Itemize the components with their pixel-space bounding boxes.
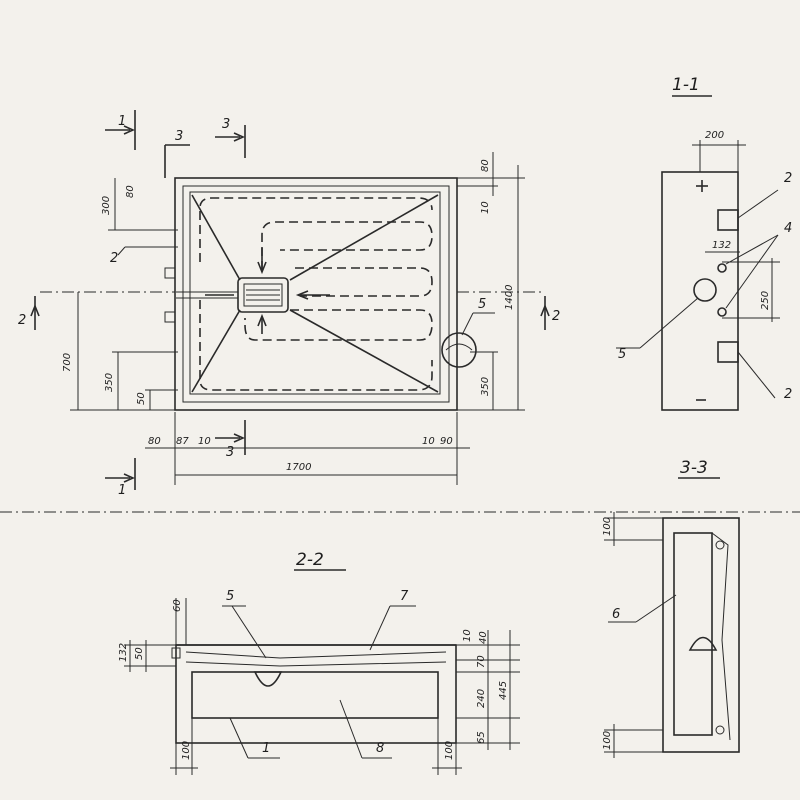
dim-300: 300 — [101, 196, 112, 215]
s11-callout-4: 4 — [784, 221, 792, 236]
dim-90: 90 — [440, 436, 453, 447]
s22-callout-1: 1 — [262, 741, 270, 756]
dim-100-bottom: 100 — [602, 731, 613, 750]
dim-350-right: 350 — [480, 377, 491, 396]
drain-outlet — [237, 277, 289, 313]
section-3-3-title: 3-3 — [680, 458, 708, 478]
dim-40-s22: 40 — [478, 631, 489, 644]
s11-callout-2-top: 2 — [784, 171, 792, 186]
dim-240-s22: 240 — [476, 689, 487, 708]
cut-label-3-mid: 3 — [175, 129, 183, 144]
dim-50-s22: 50 — [134, 647, 145, 660]
dim-80-left: 80 — [148, 436, 161, 447]
section-2-2: 2-2 60 132 50 10 40 70 240 445 65 100 — [118, 550, 520, 775]
plan-callout-2: 2 — [110, 251, 118, 266]
dim-65-s22: 65 — [476, 731, 487, 744]
dim-100-s22-left: 100 — [181, 741, 192, 760]
dim-80-small: 80 — [125, 185, 136, 198]
dim-80-top: 80 — [480, 159, 491, 172]
plan-callout-5: 5 — [478, 297, 486, 312]
dim-10-right: 10 — [422, 436, 435, 447]
socket-top — [717, 209, 739, 231]
dim-100-s22-right: 100 — [444, 741, 455, 760]
s22-callout-8: 8 — [376, 741, 384, 756]
cut-label-1-bottom: 1 — [118, 483, 126, 498]
dim-250: 250 — [760, 291, 771, 310]
s11-callout-5: 5 — [618, 347, 626, 362]
s33-callout-6: 6 — [612, 607, 620, 622]
section-3-3-drain — [688, 636, 718, 651]
outlet-hole — [441, 332, 477, 368]
socket-bottom — [717, 341, 739, 363]
cut-label-2-right: 2 — [552, 309, 560, 324]
section-2-2-insulation — [191, 671, 439, 719]
dim-70-s22: 70 — [476, 655, 487, 668]
s22-callout-7: 7 — [400, 589, 409, 604]
dim-350-left: 350 — [104, 373, 115, 392]
section-1-1-outline — [661, 171, 739, 411]
dim-10-s22: 10 — [462, 629, 473, 642]
section-1-1-title: 1-1 — [672, 75, 700, 95]
cut-label-2-left: 2 — [18, 313, 26, 328]
dim-10-top: 10 — [480, 201, 491, 214]
section-1-1: 1-1 200 132 250 2 4 5 2 — [616, 75, 792, 411]
section-2-2-title: 2-2 — [296, 550, 324, 570]
section-3-3-outline — [662, 517, 740, 753]
dim-100-top: 100 — [602, 517, 613, 536]
dim-1700: 1700 — [286, 462, 311, 473]
s11-callout-2-bottom: 2 — [784, 387, 792, 402]
dim-10-left: 10 — [198, 436, 211, 447]
plan-view: 1 1 3 3 3 2 2 2 5 1700 — [18, 110, 560, 498]
s22-callout-5: 5 — [226, 589, 234, 604]
dim-132: 132 — [712, 240, 731, 251]
pipe-hole — [693, 278, 717, 302]
section-3-3-insulation — [673, 532, 713, 736]
dim-445-s22: 445 — [498, 681, 509, 700]
heating-pipe — [244, 221, 433, 341]
dim-60: 60 — [172, 599, 183, 612]
section-3-3: 3-3 100 100 6 — [602, 458, 740, 758]
dim-50: 50 — [136, 392, 147, 405]
plan-outline — [174, 177, 458, 411]
dim-1400: 1400 — [504, 285, 515, 310]
section-2-2-outline — [175, 644, 457, 744]
cut-label-3-bottom: 3 — [226, 445, 234, 460]
dim-132-s22: 132 — [118, 643, 129, 662]
dim-87: 87 — [176, 436, 189, 447]
dim-700: 700 — [62, 353, 73, 372]
dim-200: 200 — [705, 130, 724, 141]
cut-label-1-top: 1 — [118, 114, 126, 129]
cut-label-3-top: 3 — [222, 117, 230, 132]
